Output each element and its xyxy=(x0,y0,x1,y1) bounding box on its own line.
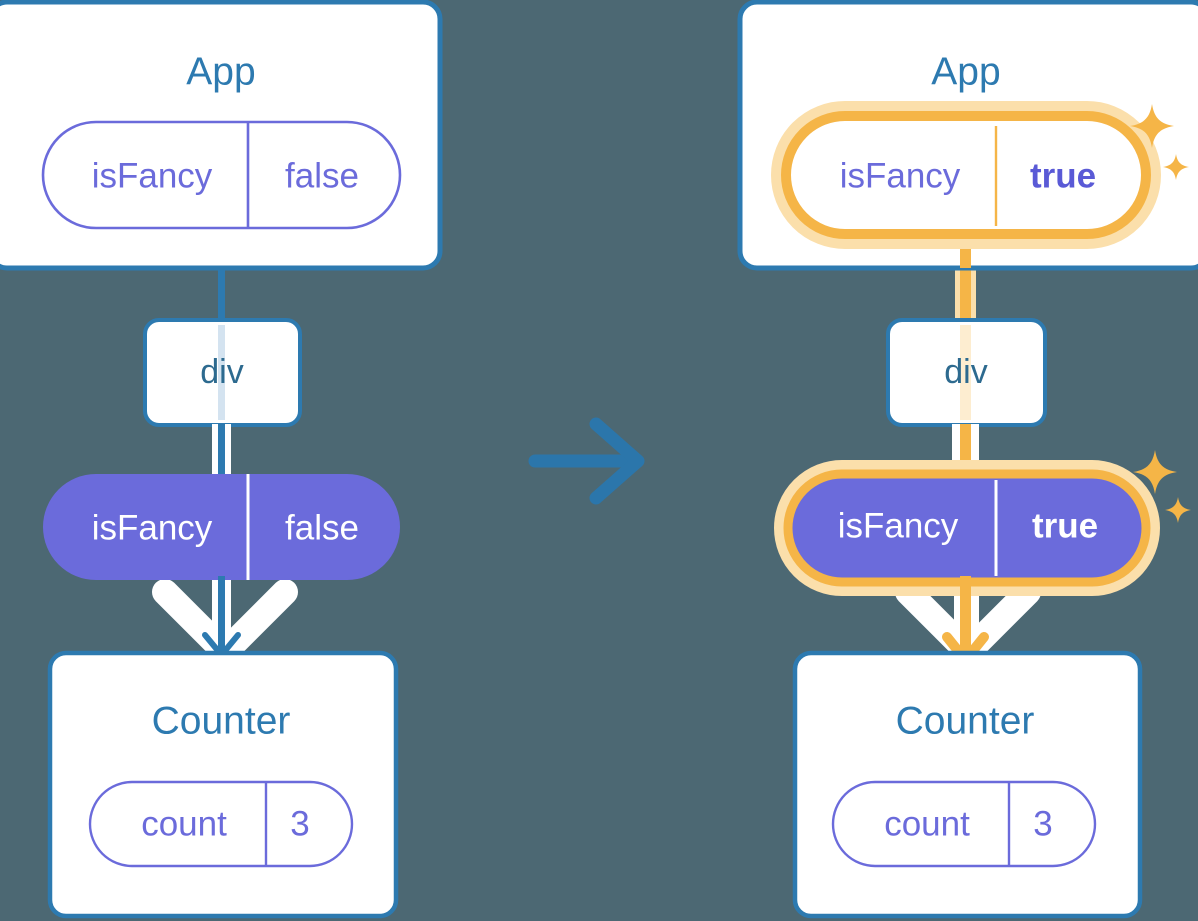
app-state-pill-value: false xyxy=(285,156,359,195)
orange-arrow-shaft xyxy=(960,576,971,658)
prop-pill: isFancy true xyxy=(774,460,1160,596)
app-state-pill-name: isFancy xyxy=(840,156,961,195)
app-state-pill-name: isFancy xyxy=(92,156,213,195)
connector-div-core xyxy=(218,424,225,486)
connector-core xyxy=(960,222,971,342)
app-state-pill-halo xyxy=(771,101,1161,249)
app-state-pill-frame xyxy=(41,120,402,230)
counter-state-pill-frame xyxy=(831,780,1097,868)
app-state-pill: isFancy true xyxy=(771,101,1161,249)
counter-state-pill-frame xyxy=(88,780,354,868)
app-state-pill: isFancy false xyxy=(41,120,402,230)
counter-state-pill-name: count xyxy=(884,804,970,843)
div-label: div xyxy=(944,353,987,391)
counter-state-pill-value: 3 xyxy=(290,804,309,843)
dom-node-div: div xyxy=(143,318,302,427)
prop-pill-frame xyxy=(43,474,400,580)
prop-pill-value: true xyxy=(1032,506,1098,545)
blue-arrow-shaft xyxy=(218,576,225,654)
counter-state-pill-name: count xyxy=(141,804,227,843)
dom-node-div: div xyxy=(886,318,1047,427)
counter-title: Counter xyxy=(896,699,1035,742)
div-box-inner-line xyxy=(218,325,225,420)
transition-arrow-head xyxy=(589,417,645,505)
app-state-pill-ring xyxy=(781,111,1151,239)
connector-core xyxy=(960,424,971,486)
panel-before: App isFancy false div xyxy=(0,0,443,919)
app-state-pill-value: true xyxy=(1030,156,1096,195)
prop-pill: isFancy false xyxy=(43,474,400,580)
prop-pill-name: isFancy xyxy=(838,506,959,545)
counter-state-pill-value: 3 xyxy=(1033,804,1052,843)
panel-after: App isFancy true xyxy=(737,0,1198,919)
div-box-inner-line xyxy=(960,325,971,420)
prop-pill-name: isFancy xyxy=(92,508,213,547)
app-title: App xyxy=(931,50,1000,93)
div-label: div xyxy=(200,353,243,391)
counter-state-pill: count 3 xyxy=(831,780,1097,868)
counter-state-pill: count 3 xyxy=(88,780,354,868)
counter-title: Counter xyxy=(152,699,291,742)
transition-arrow-icon xyxy=(528,417,645,505)
app-title: App xyxy=(186,50,255,93)
connector-app-to-div xyxy=(218,250,225,340)
prop-pill-value: false xyxy=(285,508,359,547)
connector-div-to-prop xyxy=(212,424,231,486)
